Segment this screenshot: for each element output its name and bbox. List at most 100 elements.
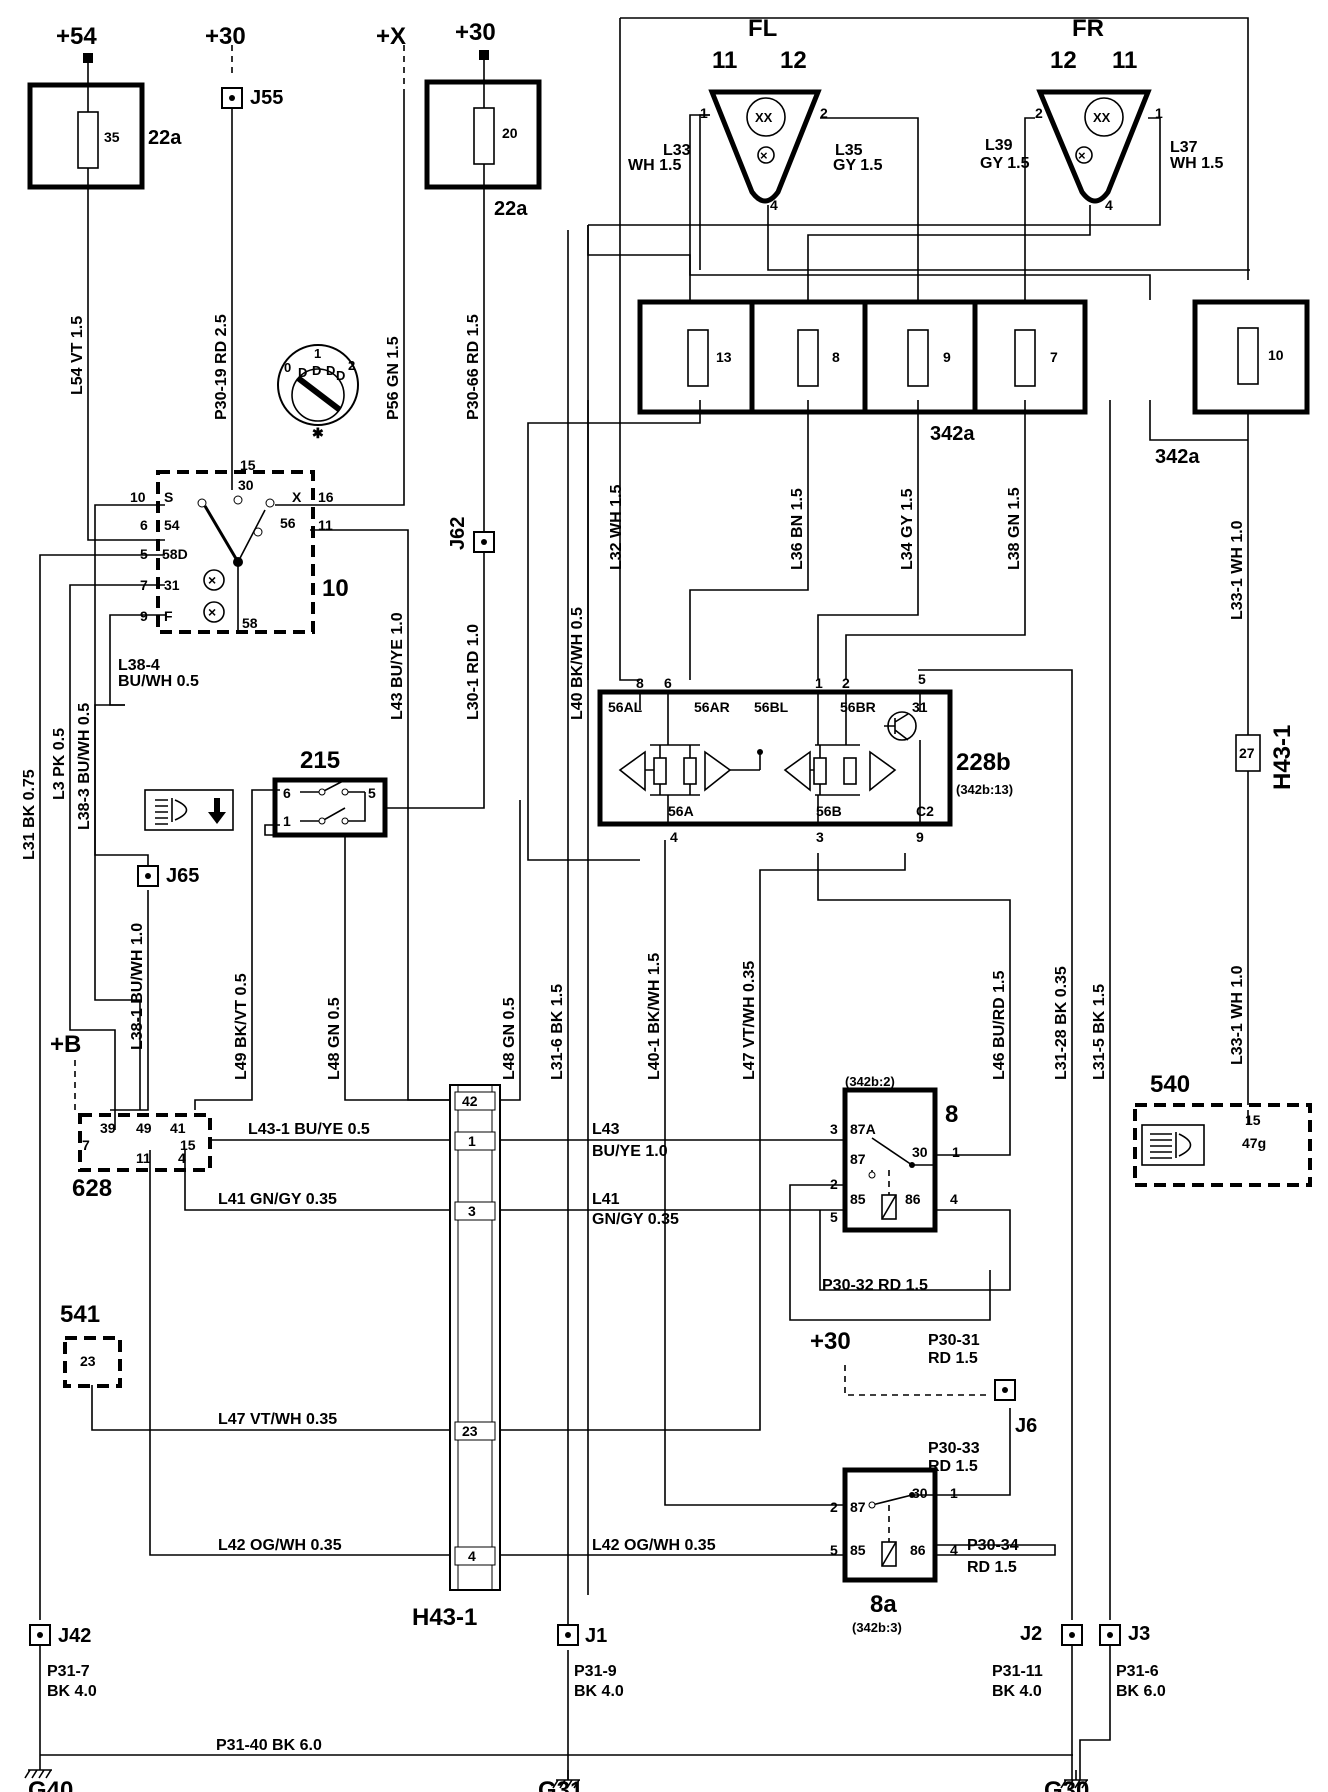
wire-label: L41 (592, 1191, 620, 1208)
pin-label: 11 (136, 1150, 151, 1166)
wire-label: L31-28 BK 0.35 (1053, 966, 1070, 1080)
wire-label: P30-33 (928, 1440, 980, 1457)
pin-label: 5 (140, 546, 148, 562)
pin-label: 1 (468, 1133, 476, 1149)
pin-label: 39 (100, 1120, 116, 1136)
wire-label: P30-19 RD 2.5 (213, 314, 230, 420)
pin-label: 2 (830, 1499, 838, 1515)
component-id: 8 (945, 1101, 958, 1128)
wire-label: RD 1.5 (928, 1458, 978, 1475)
pin-label: 6 (283, 785, 291, 801)
dial-label: 0 (284, 360, 291, 375)
pin-label: 10 (130, 489, 146, 505)
sun-icon: ✱ (312, 425, 324, 441)
wire-label: L54 VT 1.5 (69, 316, 86, 395)
wire-l36 (689, 400, 809, 680)
wire-p30-33 (935, 1408, 1011, 1496)
wire-l40-1 (664, 840, 845, 1506)
wire-label: P30-31 (928, 1332, 980, 1349)
pin-label: 2 (820, 105, 828, 121)
pin-label: 42 (462, 1093, 478, 1109)
pin-label: 7 (82, 1137, 90, 1153)
wire-label: WH 1.5 (628, 157, 681, 174)
connectors: J55 J62 J65 J6 J42 J1 J2 J3 (29, 87, 1150, 1647)
wire-l48 (264, 824, 455, 1101)
connector-j42: J42 (58, 1625, 91, 1647)
fuse-box-label: 342a (1155, 446, 1200, 468)
pin-label: 15 (240, 457, 256, 473)
pin-label: 1 (950, 1485, 958, 1501)
connector-h43-1: 42 1 3 23 4 H43-1 (412, 1084, 501, 1631)
component-id: 541 (60, 1301, 100, 1328)
headlamp-fl: FL 11 12 XX × 1 2 4 L33 WH 1.5 L35 GY 1.… (628, 15, 883, 213)
ground-icon (1060, 1770, 1088, 1789)
supply-plusb: +B (50, 1031, 81, 1058)
pin-label: 87 (850, 1151, 866, 1167)
pin-label: 12 (1050, 47, 1077, 74)
unit-541: 541 23 (60, 1301, 122, 1388)
wire-label: P31-7 (47, 1663, 90, 1680)
fuse-7: 7 (1050, 349, 1058, 365)
component-id: 628 (72, 1175, 112, 1202)
bulb-label: XX (1093, 110, 1111, 125)
dial-label: D (326, 363, 335, 378)
supply-plusx: +X (376, 23, 406, 50)
pin-label: 9 (916, 829, 924, 845)
pin-label: 56BL (754, 699, 789, 715)
wire-p56 (275, 90, 405, 506)
headlamp-fr: FR 12 11 XX × 2 1 4 L39 GY 1.5 L37 WH 1.… (980, 15, 1223, 213)
connector-j2: J2 (1020, 1623, 1042, 1645)
component-id: 540 (1150, 1071, 1190, 1098)
wire-label: L42 OG/WH 0.35 (218, 1537, 342, 1554)
wire-label: L47 VT/WH 0.35 (741, 961, 758, 1080)
wire-label: L41 GN/GY 0.35 (218, 1191, 337, 1208)
wire-label: BK 4.0 (992, 1683, 1042, 1700)
wire-l31 (39, 554, 165, 1620)
pin-label: 1 (952, 1144, 960, 1160)
pin-label: S (164, 489, 173, 505)
pin-label: 4 (1105, 197, 1113, 213)
headlamp-label: FR (1072, 15, 1104, 42)
wire-label: P31-11 (992, 1663, 1043, 1680)
wire-label: L43 (592, 1121, 620, 1138)
pin-label: 56AR (694, 699, 730, 715)
wire-p30-66 (385, 58, 485, 809)
wire-label: RD 1.5 (928, 1350, 978, 1367)
connector-j65: J65 (166, 865, 199, 887)
wire-p30-32 (819, 1209, 1011, 1291)
wire-label: L31-5 BK 1.5 (1091, 984, 1108, 1080)
pin-label: 87 (850, 1499, 866, 1515)
horizontal-wire-labels: L43-1 BU/YE 0.5 L43 BU/YE 1.0 L41 GN/GY … (47, 1121, 1166, 1754)
wires (39, 17, 1250, 1780)
wire-label: L46 BU/RD 1.5 (991, 971, 1008, 1080)
ground-icon (24, 1755, 52, 1779)
vertical-wire-labels: L54 VT 1.5 P30-19 RD 2.5 P56 GN 1.5 P30-… (21, 314, 1246, 1080)
wire-l34 (817, 400, 919, 680)
fuse-20: 20 (502, 125, 518, 141)
headlamp-label: FL (748, 15, 777, 42)
wire-label: L49 BK/VT 0.5 (233, 973, 250, 1080)
relay-8: (342b:2) 8 3 87A 87 30 1 2 85 86 4 5 (830, 1074, 960, 1233)
pin-label: 30 (912, 1485, 928, 1501)
fuse-10: 10 (1268, 347, 1284, 363)
wire-label: BU/YE 1.0 (592, 1143, 668, 1160)
ground-g30: G30 (1044, 1777, 1089, 1792)
pin-label: 23 (80, 1353, 96, 1369)
wire-label: BK 4.0 (47, 1683, 97, 1700)
pin-label: 11 (712, 47, 737, 74)
pin-label: 31 (164, 577, 180, 593)
pin-label: 7 (140, 577, 148, 593)
pin-label: 58D (162, 546, 188, 562)
ground-g40: G40 (28, 1777, 73, 1792)
headlamp-level-icon (144, 789, 234, 831)
dial-label: 2 (348, 358, 355, 373)
svg-text:×: × (760, 148, 768, 163)
pin-label: 4 (178, 1150, 186, 1166)
connector-pins: 42 1 3 23 4 (454, 1091, 496, 1566)
wire-l54 (87, 58, 165, 541)
component-ref: (342b:3) (852, 1620, 902, 1635)
wire-label: L31 BK 0.75 (21, 769, 38, 860)
pin-label: C2 (916, 803, 934, 819)
wire-l37 (588, 117, 1161, 226)
wire-label: P30-32 RD 1.5 (822, 1277, 928, 1294)
